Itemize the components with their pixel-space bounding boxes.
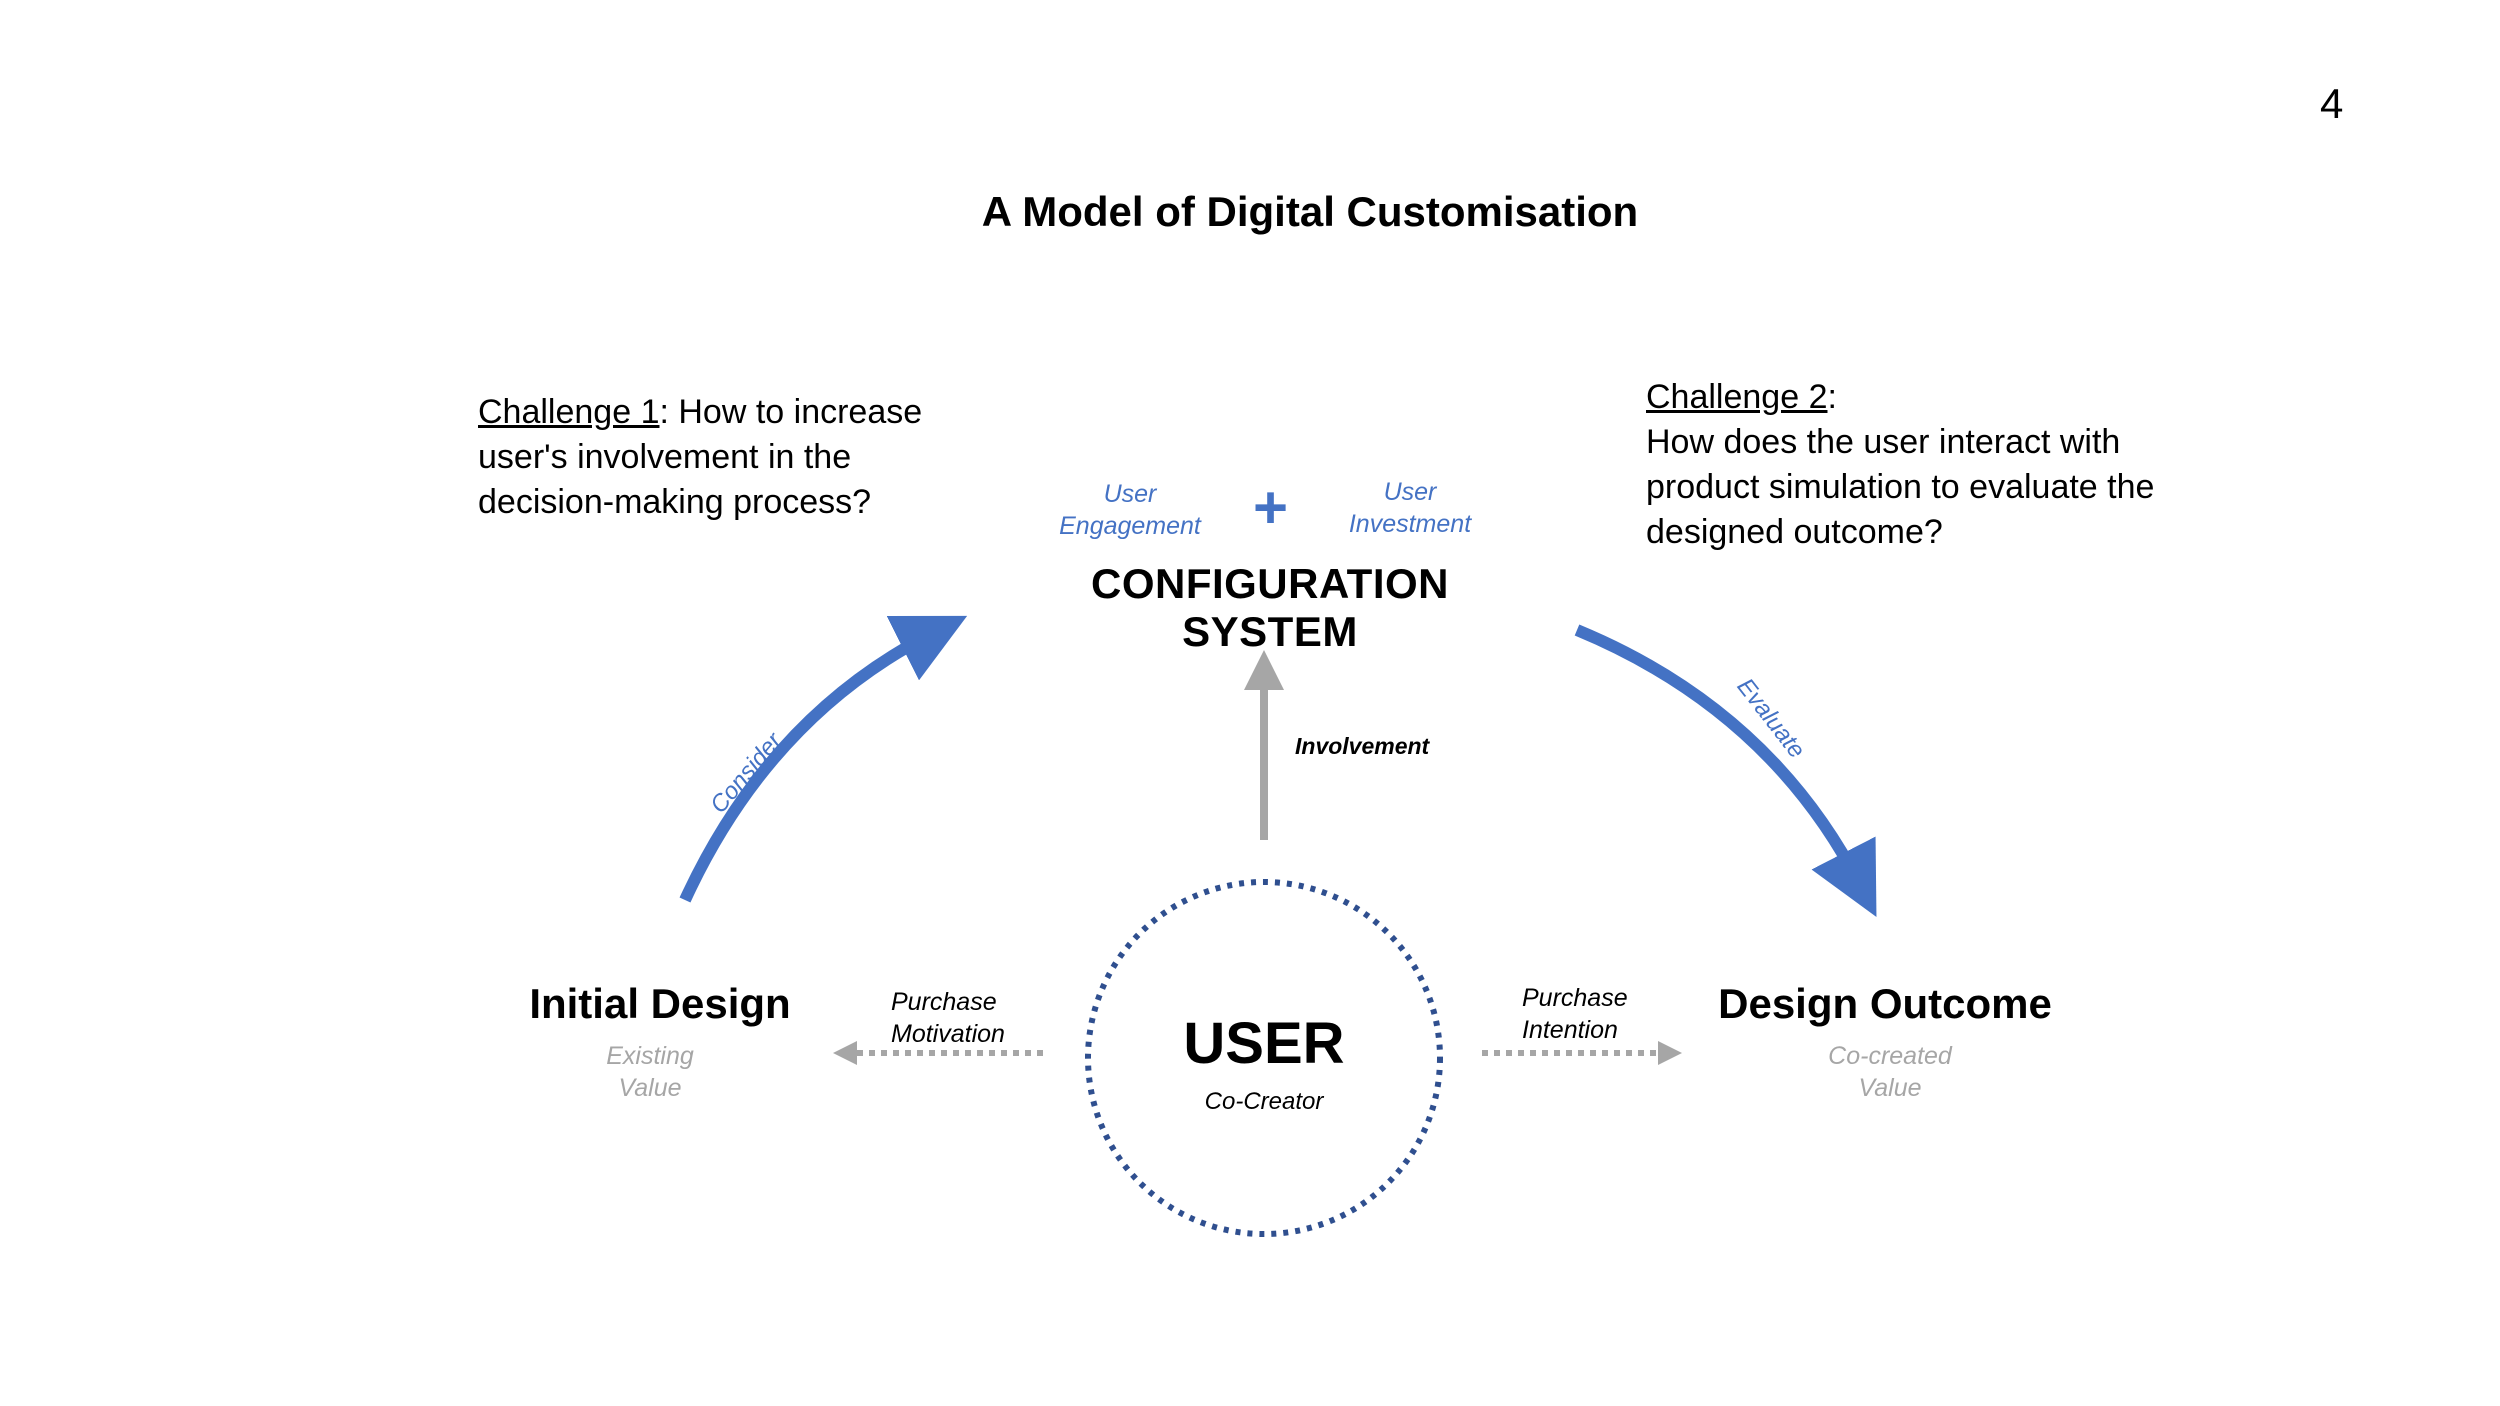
user-investment-line1: User bbox=[1383, 478, 1437, 506]
purchase-motivation-line2: Motivation bbox=[891, 1020, 1005, 1048]
challenge-2-heading: Challenge 2 bbox=[1646, 378, 1828, 416]
evaluate-arrow bbox=[1574, 624, 1877, 918]
challenge-2: Challenge 2: How does the user interact … bbox=[1646, 375, 2206, 555]
initial-design-title: Initial Design bbox=[529, 980, 791, 1027]
challenge-1: Challenge 1: How to increase user's invo… bbox=[478, 390, 978, 525]
challenge-2-text: How does the user interact with product … bbox=[1646, 423, 2155, 551]
purchase-intention-line1: Purchase bbox=[1522, 984, 1628, 1012]
challenge-1-text: : How to increase user's involvement in … bbox=[478, 393, 923, 521]
diagram-title: A Model of Digital Customisation bbox=[981, 188, 1639, 235]
evaluate-label: Evaluate bbox=[1732, 673, 1811, 763]
co-created-value-label: Value bbox=[1858, 1074, 1922, 1102]
purchase-motivation-label: Purchase Motivation bbox=[891, 986, 1005, 1050]
user-circle bbox=[1085, 879, 1443, 1237]
consider-label: Consider bbox=[705, 727, 788, 819]
existing-label: Existing bbox=[606, 1042, 694, 1070]
initial-design-sub: Existing Value bbox=[570, 1040, 730, 1104]
purchase-intention-line2: Intention bbox=[1522, 1016, 1618, 1044]
co-created-label: Co-created bbox=[1828, 1042, 1952, 1070]
challenge-1-heading: Challenge 1 bbox=[478, 393, 660, 431]
page-number: 4 bbox=[2320, 80, 2344, 127]
user-investment-label: User Investment bbox=[1320, 476, 1500, 540]
user-engagement-label: User Engagement bbox=[1040, 478, 1220, 542]
user-title: USER bbox=[1183, 1011, 1345, 1076]
user-engagement-line2: Engagement bbox=[1059, 512, 1201, 540]
user-engagement-line1: User bbox=[1103, 480, 1157, 508]
user-subtitle: Co-Creator bbox=[1204, 1088, 1324, 1115]
consider-arrow bbox=[679, 615, 968, 903]
design-outcome-title: Design Outcome bbox=[1718, 980, 2052, 1027]
challenge-2-colon: : bbox=[1827, 378, 1837, 416]
purchase-motivation-line1: Purchase bbox=[891, 988, 997, 1016]
existing-value-label: Value bbox=[618, 1074, 682, 1102]
configuration-system-title: CONFIGURATION SYSTEM bbox=[1090, 560, 1450, 655]
involvement-label: Involvement bbox=[1295, 733, 1430, 759]
user-investment-line2: Investment bbox=[1348, 510, 1472, 538]
plus-sign: + bbox=[1253, 474, 1289, 541]
design-outcome-sub: Co-created Value bbox=[1790, 1040, 1990, 1104]
purchase-intention-label: Purchase Intention bbox=[1522, 982, 1628, 1046]
